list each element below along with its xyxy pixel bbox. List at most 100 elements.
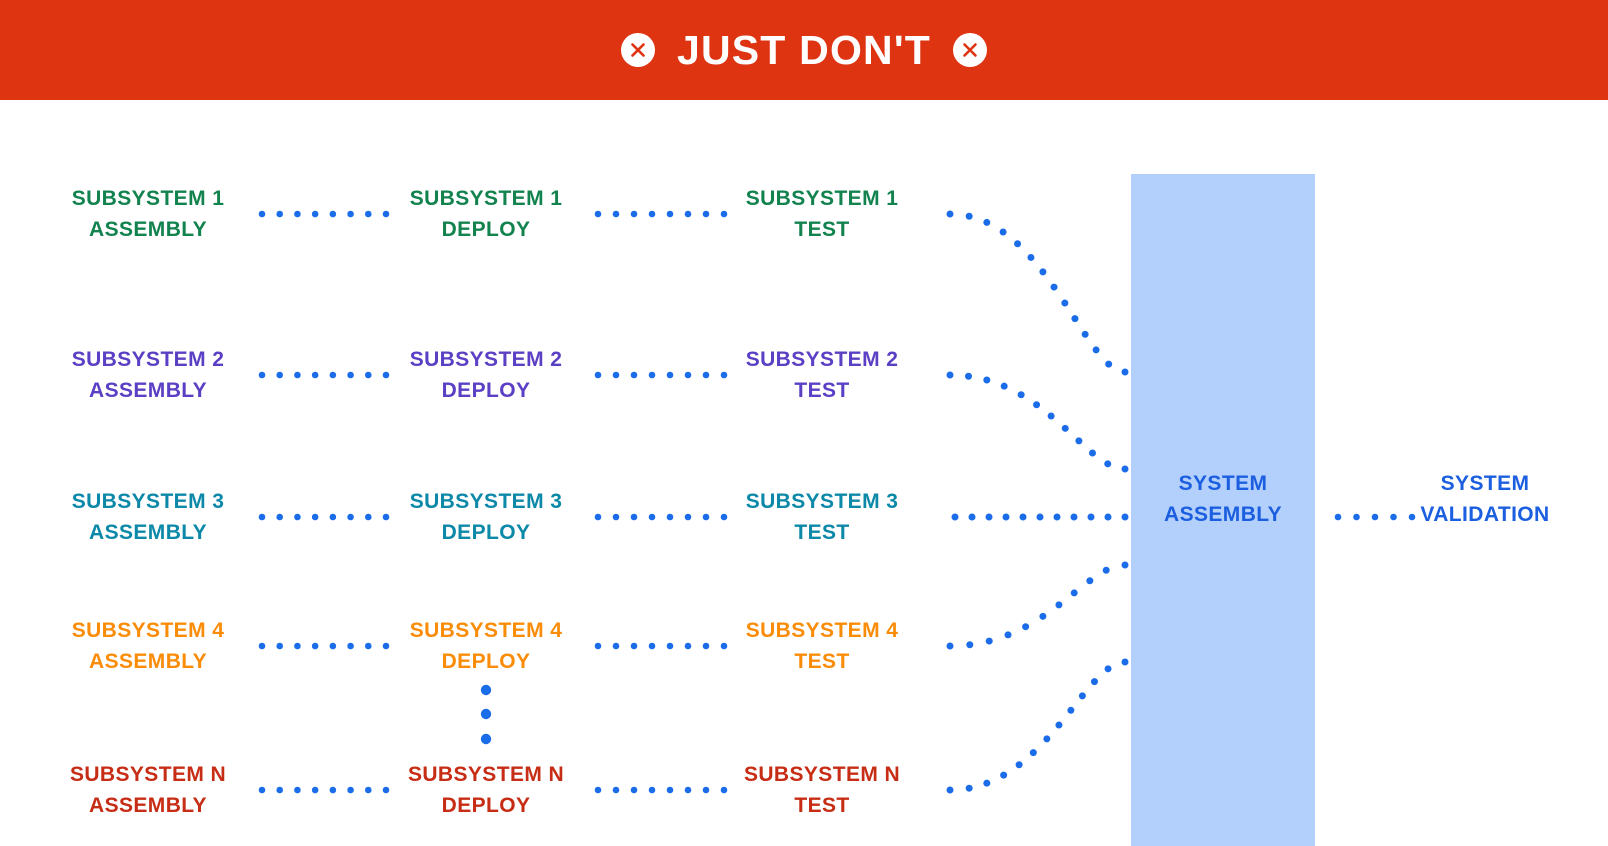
stage-connector-dot [702,642,710,650]
stage-connector-dot [329,786,337,794]
stage-connector-dot [364,371,372,379]
stage-connector-dot [294,210,301,218]
converge-connector-dot [965,212,973,220]
converge-connector-dot [946,371,954,379]
stage-connector-dot [612,642,620,650]
stage-connector-dot [630,786,638,794]
stage-connector-dot [258,786,266,794]
stage-connector-dot [347,371,354,379]
converge-connector-dot [1047,412,1055,420]
stage-connector-dot [684,371,692,379]
stage-connector-dot [347,210,354,218]
stage-connector-dot [720,371,728,379]
converge-connector-dot [1121,658,1129,666]
converge-connector-dot [946,210,954,218]
node-subsystem-n-test: SUBSYSTEM N TEST [744,759,900,821]
stage-connector-dot [702,513,710,521]
stage-connector-dot [702,371,710,379]
stage-connector-dot [364,513,372,521]
stage-connector-dot [311,642,319,650]
converge-connector-dot [1070,589,1078,597]
node-label-line1: SUBSYSTEM N [743,762,901,786]
converge-connector-dot [1067,706,1075,714]
converge-connector-dot [1050,283,1058,291]
node-label-line1: SUBSYSTEM 1 [409,186,563,210]
stage-connector-dot [311,371,319,379]
node-system-assembly: SYSTEM ASSEMBLY [1164,468,1282,530]
stage-connector-dot [648,642,656,650]
stage-connector-dot [630,513,638,521]
stage-connector-dot [666,371,674,379]
converge-connector-dot [1027,253,1035,261]
node-label-line1: SUBSYSTEM 1 [71,186,225,210]
converge-connector-dot [983,376,991,384]
stage-connector-dot [382,513,390,521]
stage-connector-dot [684,642,692,650]
converge-connector-dot [1017,391,1025,399]
node-label-line2: DEPLOY [441,218,531,241]
node-label-line1: SUBSYSTEM 4 [71,618,225,642]
node-subsystem-1-deploy: SUBSYSTEM 1 DEPLOY [410,183,563,245]
stage-connector-dot [329,371,337,379]
stage-connector-dot [329,513,337,521]
node-label-line1: SUBSYSTEM 3 [409,489,563,513]
node-label-line2: DEPLOY [441,521,531,544]
converge-connector-dot [1014,240,1022,248]
converge-connector-dot [999,228,1007,236]
node-label-line2: TEST [794,379,850,402]
stage-connector-dot [702,786,710,794]
system-validation-line2: VALIDATION [1420,503,1550,526]
stage-connector-dot [630,642,638,650]
converge-connector-dot [968,513,976,521]
converge-connector-dot [1002,513,1010,521]
stage-connector-dot [276,371,284,379]
stage-connector-dot [329,642,337,650]
converge-connector-dot [965,372,973,380]
stage-connector-dot [364,786,372,794]
converge-connector-dot [965,784,973,792]
stage-connector-dot [364,642,372,650]
stage-connector-dot [702,210,710,218]
converge-connector-dot [1071,315,1079,323]
converge-connector-dot [1087,513,1095,521]
stage-connector-dot [594,513,602,521]
stage-connector-dot [311,786,319,794]
node-label-line1: SUBSYSTEM 1 [745,186,899,210]
converge-connector-dot [1078,692,1086,700]
stage-connector-dot [594,371,602,379]
converge-connector-dot [1000,771,1008,779]
converge-connector-dot [1121,368,1129,376]
node-label-line1: SUBSYSTEM 4 [409,618,563,642]
node-subsystem-3-deploy: SUBSYSTEM 3 DEPLOY [410,486,563,548]
stage-connector-dot [666,210,674,218]
stage-connector-dot [720,210,728,218]
stage-connector-dot [294,642,301,650]
converge-connector-dot [1070,513,1078,521]
stage-connector-dot [347,786,354,794]
circle-x-icon-right [953,33,988,67]
converge-connector-dot [1121,561,1129,569]
converge-connector-dot [1081,330,1089,338]
converge-connector-dot [985,513,993,521]
stage-connector-dot [382,371,390,379]
converge-connector-dot [1102,566,1110,574]
stage-connector-dot [720,513,728,521]
converge-connector-dot [985,637,993,645]
node-label-line2: TEST [794,794,850,817]
system-assembly-line1: SYSTEM [1178,471,1268,495]
validation-connector-dot [1353,513,1360,521]
validation-connector-dot [1390,513,1397,521]
converge-connector-dot [1089,449,1097,457]
stage-connector-dot [382,786,390,794]
vertical-ellipsis-dot-1 [480,684,492,696]
converge-connector-dot [1004,631,1012,639]
node-label-line2: DEPLOY [441,379,531,402]
stage-connector-dot [612,371,620,379]
stage-connector-dot [294,513,301,521]
system-assembly-line2: ASSEMBLY [1164,503,1282,526]
